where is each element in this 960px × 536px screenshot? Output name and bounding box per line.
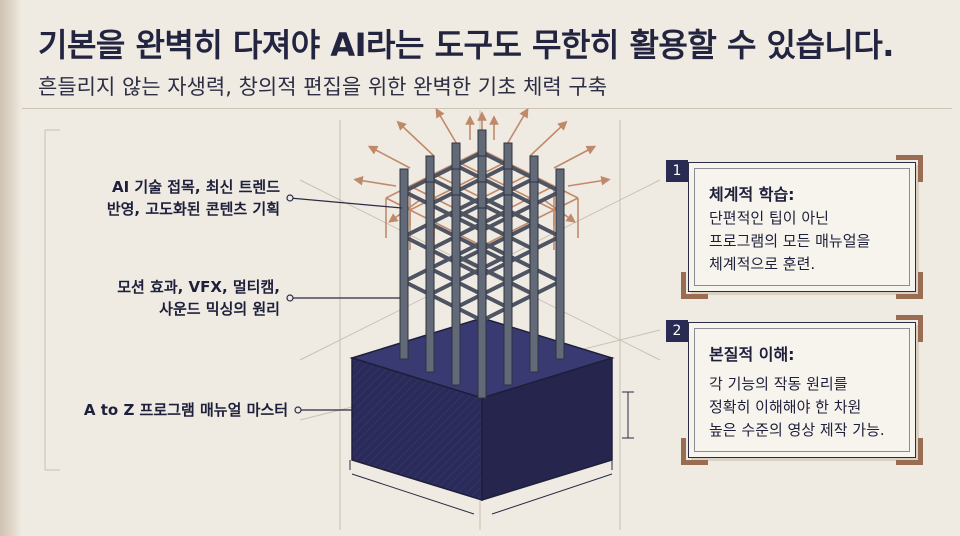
card-systematic-learning: 체계적 학습: 단편적인 팁이 아닌 프로그램의 모든 매뉴얼을 체계적으로 훈… [681, 155, 923, 299]
rebar-column [503, 194, 513, 386]
card-1-line: 체계적으로 훈련. [709, 255, 816, 273]
label-ai-trends-line1: AI 기술 접목, 최신 트렌드 [112, 178, 280, 196]
rebar-tie [481, 279, 561, 323]
card-1-number-badge: 1 [666, 160, 688, 182]
rebar-tie [429, 208, 509, 252]
copper-arrow [505, 107, 529, 147]
label-motion-vfx: 모션 효과, VFX, 멀티캠, 사운드 믹싱의 원리 [70, 276, 280, 320]
rebar-tie [403, 150, 483, 194]
card-corner-accent [896, 155, 923, 182]
card-2-line: 높은 수준의 영상 제작 가능. [709, 421, 885, 439]
rebar-tie [455, 208, 535, 252]
copper-arrow [367, 145, 411, 169]
rebar-tie [481, 150, 561, 194]
label-ai-trends-line2: 반영, 고도화된 콘텐츠 기획 [106, 200, 280, 218]
label-manual-master: A to Z 프로그램 매뉴얼 마스터 [40, 399, 288, 421]
rebar-tie [403, 189, 483, 233]
card-2-title: 본질적 이해: [709, 345, 795, 364]
rebar-tie [481, 189, 561, 233]
page-title: 기본을 완벽히 다져야 AI라는 도구도 무한히 활용할 수 있습니다. [38, 26, 894, 64]
rebar-column [477, 207, 487, 399]
rebar-tie [455, 163, 535, 207]
dimension-lines [349, 391, 634, 515]
label-motion-vfx-line1: 모션 효과, VFX, 멀티캠, [117, 278, 280, 296]
rebar-tie [455, 221, 535, 265]
copper-arrow [529, 120, 568, 157]
card-essential-understanding: 본질적 이해: 각 기능의 작동 원리를 정확히 이해해야 한 차원 높은 수준… [681, 315, 923, 465]
card-corner-accent [896, 315, 923, 342]
rebar-column [529, 181, 539, 373]
rebar-tie [403, 279, 483, 323]
label-manual-master-text: A to Z 프로그램 매뉴얼 마스터 [83, 401, 288, 419]
rebar-tie [455, 266, 535, 310]
label-ai-trends: AI 기술 접목, 최신 트렌드 반영, 고도화된 콘텐츠 기획 [70, 176, 280, 220]
rebar-tie [429, 253, 509, 297]
rebar-tie [403, 240, 483, 284]
rebar-tie [429, 221, 509, 265]
rebar-column [399, 168, 409, 360]
card-2-body: 각 기능의 작동 원리를 정확히 이해해야 한 차원 높은 수준의 영상 제작 … [709, 373, 885, 442]
rebar-tie [455, 253, 535, 297]
rebar-tie [481, 240, 561, 284]
card-1-line: 단편적인 팁이 아닌 [709, 209, 829, 227]
card-1-body: 단편적인 팁이 아닌 프로그램의 모든 매뉴얼을 체계적으로 훈련. [709, 207, 870, 276]
page-subtitle: 흔들리지 않는 자생력, 창의적 편집을 위한 완벽한 기초 체력 구축 [38, 75, 608, 99]
leader-lines [286, 194, 403, 414]
card-corner-accent [896, 272, 923, 299]
rebar-column [425, 181, 435, 373]
card-2-number-badge: 2 [666, 320, 688, 342]
copper-arrow [553, 145, 597, 169]
rebar-column [451, 194, 461, 386]
card-1-line: 프로그램의 모든 매뉴얼을 [709, 232, 871, 250]
copper-arrow [567, 176, 611, 187]
card-corner-accent [896, 438, 923, 465]
copper-arrow [435, 107, 459, 147]
rebar-tie [481, 234, 561, 278]
label-motion-vfx-line2: 사운드 믹싱의 원리 [159, 300, 280, 318]
left-paper-edge [0, 0, 22, 536]
rebar-tie [429, 266, 509, 310]
rebar-tie [403, 195, 483, 239]
card-2-line: 각 기능의 작동 원리를 [709, 375, 848, 393]
copper-arrow [353, 176, 397, 187]
card-corner-accent [681, 272, 708, 299]
rebar-columns [399, 129, 565, 399]
base-block [349, 317, 615, 502]
rebar-column [555, 168, 565, 360]
rebar-tie [429, 163, 509, 207]
card-1-title: 체계적 학습: [709, 185, 795, 204]
card-corner-accent [681, 438, 708, 465]
rebar-tie [455, 176, 535, 220]
copper-arrow [396, 120, 435, 157]
card-2-line: 정확히 이해해야 한 차원 [709, 398, 862, 416]
rebar-tie [481, 195, 561, 239]
rebar-tie [429, 176, 509, 220]
header-divider [22, 108, 952, 109]
rebar-tie [403, 234, 483, 278]
